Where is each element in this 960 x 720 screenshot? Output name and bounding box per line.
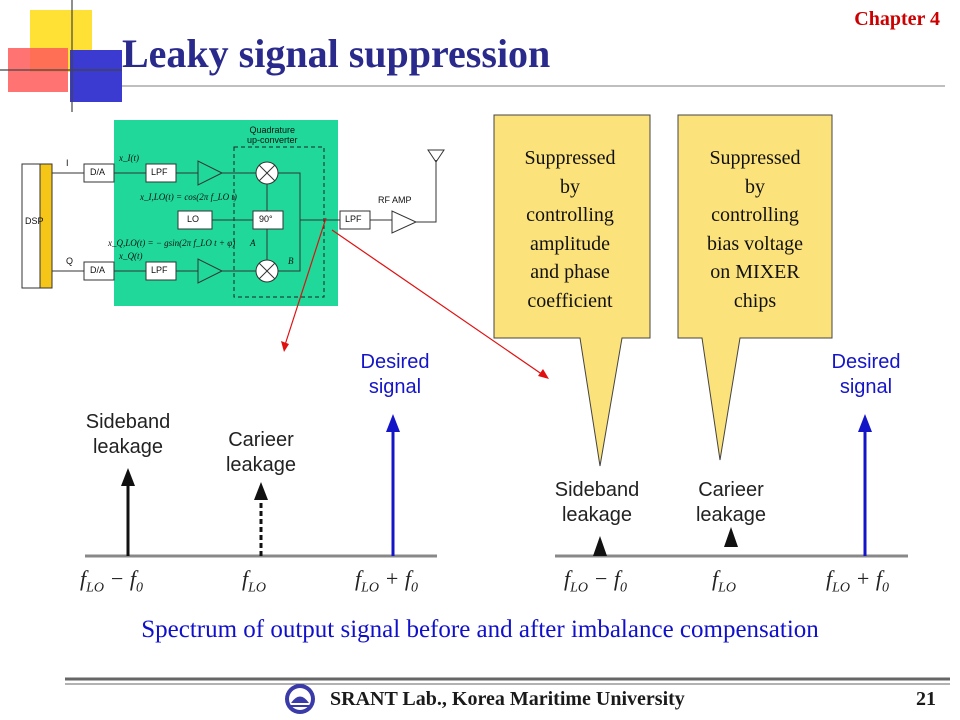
quadrature-dashed-box: [233, 146, 325, 298]
footer-text: SRANT Lab., Korea Maritime University: [330, 688, 685, 710]
spectrum-after: [555, 414, 908, 558]
lpf-label-i: LPF: [151, 167, 168, 177]
freq-lo-plus-f0-before: fLO + f0: [355, 566, 418, 596]
freq-lo-minus-f0-before: fLO − f0: [80, 566, 143, 596]
a-label: A: [250, 238, 256, 248]
callout-bias-voltage: [677, 114, 833, 461]
callout-text-amplitude-phase: Suppressed by controlling amplitude and …: [524, 147, 616, 312]
freq-lo-minus-f0-after: fLO − f0: [564, 566, 627, 596]
freq-lo-after: fLO: [712, 566, 737, 596]
mixer-q: [255, 259, 279, 283]
chapter-label: Chapter 4: [854, 8, 940, 30]
lpf-label-out: LPF: [345, 214, 362, 224]
figure-caption: Spectrum of output signal before and aft…: [141, 616, 819, 643]
rf-amp: [391, 210, 418, 234]
page-number: 21: [916, 688, 936, 710]
da-label-i: D/A: [90, 167, 106, 177]
sideband-spike-after: [593, 536, 607, 556]
xq-t-label: x_Q(t): [119, 251, 143, 261]
xi-t-label: x_I(t): [119, 153, 139, 163]
red-pointer-arrows: [281, 217, 549, 379]
carrier-spike-after: [724, 527, 738, 547]
dsp-label: DSP: [25, 216, 44, 226]
b-label: B: [288, 256, 294, 266]
lpf-label-q: LPF: [151, 265, 168, 275]
i-label: I: [66, 158, 69, 168]
slide-title: Leaky signal suppression: [122, 31, 551, 76]
q-label: Q: [66, 256, 74, 266]
rf-amp-label: RF AMP: [378, 195, 412, 205]
freq-lo-plus-f0-after: fLO + f0: [826, 566, 889, 596]
lo-label: LO: [187, 214, 200, 224]
callout-text-bias-voltage: Suppressed by controlling bias voltage o…: [706, 147, 804, 312]
spectrum-before: [85, 414, 437, 558]
mixer-i: [255, 161, 279, 185]
da-label-q: D/A: [90, 265, 106, 275]
transmitter-block-diagram: [21, 120, 445, 306]
freq-lo-before: fLO: [242, 566, 267, 596]
x-qlo-equation: x_Q,LO(t) = − gsin(2π f_LO t + φ): [108, 238, 236, 248]
phase-label: 90°: [259, 214, 273, 224]
university-logo: [285, 684, 315, 714]
callout-amplitude-phase: [493, 114, 651, 467]
x-ilo-equation: x_I,LO(t) = cos(2π f_LO t): [140, 192, 237, 202]
title-logo-squares: [0, 0, 122, 112]
